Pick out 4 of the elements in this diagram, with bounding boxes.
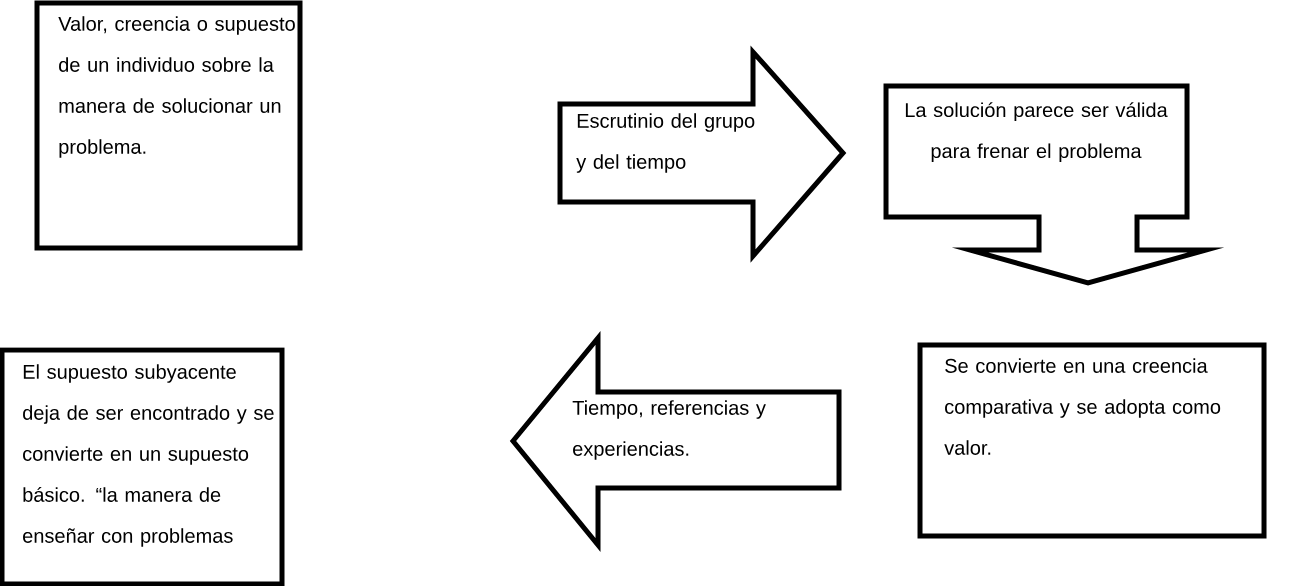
text-box: El supuesto subyacente deja de ser encontrado y se convierte en un supuesto básico. “la manera de enseñar con problemas [0, 347, 285, 586]
down-arrow-callout: La solución parece ser válida para frenar el problema [883, 83, 1225, 286]
text-box: Se convierte en una creencia comparativa y se adopta como valor. [917, 342, 1267, 539]
text-box: Valor, creencia o supuesto de un individuo sobre la manera de solucionar un problema. [34, 0, 303, 251]
